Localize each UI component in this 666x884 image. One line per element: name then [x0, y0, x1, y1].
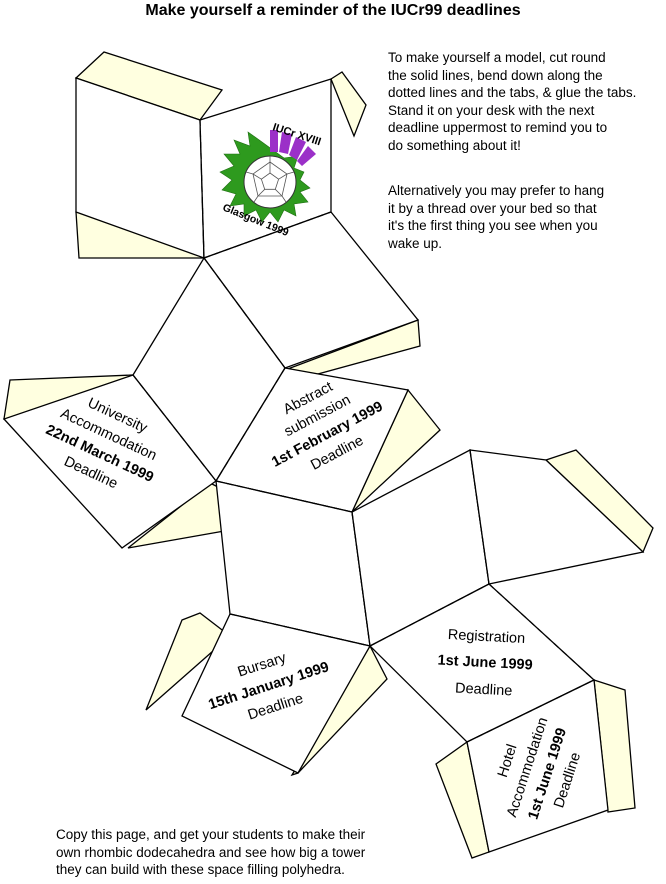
registration-deadline: Deadline — [455, 680, 513, 699]
instructions-line: the solid lines, bend down along the — [388, 67, 603, 83]
buckyball-edge — [275, 189, 283, 197]
instructions-line: Stand it on your desk with the next — [388, 102, 595, 118]
buckyball-edge — [253, 195, 259, 203]
fold-line — [215, 480, 353, 513]
fold-line — [488, 583, 595, 681]
glue-tab — [330, 71, 367, 138]
fold-line — [469, 449, 490, 585]
fold-line — [215, 367, 286, 482]
buckyball-edge — [286, 171, 295, 175]
registration-label: Registration — [447, 627, 525, 647]
instructions-line: deadline uppermost to remind you to — [388, 120, 608, 135]
instructions-line: To make yourself a model, cut round — [388, 50, 606, 65]
footer-line: they can build with these space filling … — [56, 862, 345, 877]
footer-line: own rhombic dodecahedra and see how big … — [56, 844, 366, 860]
instructions-paragraph: To make yourself a model, cut round the … — [388, 49, 636, 154]
buckyball-edge — [278, 173, 288, 180]
alternative-line: it's the first thing you see when you — [388, 218, 598, 233]
face-bursary — [181, 613, 371, 774]
buckyball-edge — [281, 195, 287, 203]
page-title: Make yourself a reminder of the IUCr99 d… — [145, 2, 521, 19]
face-hotel — [466, 679, 609, 853]
buckyball-ring — [252, 161, 288, 197]
buckyball-edge — [257, 189, 265, 197]
fold-line — [199, 119, 205, 259]
fold-line — [351, 511, 371, 647]
instructions-line: dotted lines and the tabs, & glue the ta… — [388, 85, 637, 100]
fold-line — [203, 257, 286, 369]
alternative-line: Alternatively you may prefer to hang — [388, 183, 605, 198]
alternative-paragraph: Alternatively you may prefer to hang it … — [388, 182, 604, 252]
fold-line — [132, 374, 217, 482]
buckyball-edge — [252, 173, 262, 180]
fold-line — [369, 583, 490, 647]
footer-paragraph: Copy this page, and get your students to… — [56, 826, 365, 879]
alternative-line: wake up. — [388, 235, 443, 251]
registration-face-text: Registration 1st June 1999 Deadline — [437, 627, 533, 699]
logo-bars — [270, 130, 316, 166]
instructions-line: do something about it! — [388, 137, 521, 153]
buckyball-edge — [245, 171, 254, 175]
footer-line: Copy this page, and get your students to… — [56, 827, 366, 842]
buckyball-pentagon — [260, 172, 280, 190]
fold-line — [203, 211, 332, 259]
alternative-line: it by a thread over your bed so that — [388, 200, 597, 216]
fold-line — [466, 679, 595, 743]
fold-line — [229, 613, 371, 647]
registration-date: 1st June 1999 — [437, 653, 533, 674]
